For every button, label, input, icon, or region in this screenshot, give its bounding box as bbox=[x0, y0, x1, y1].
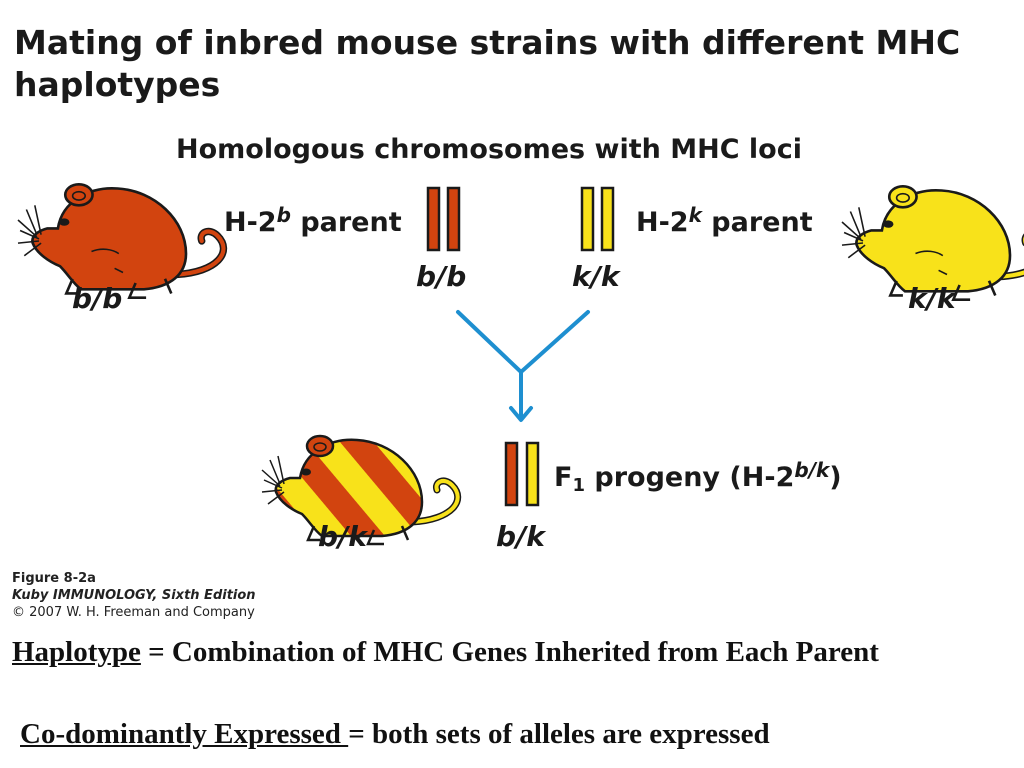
right-parent-label-suffix: parent bbox=[701, 207, 813, 238]
codominant-term: Co-dominantly Expressed bbox=[20, 718, 349, 750]
codominant-text: = both sets of alleles are expressed bbox=[348, 718, 770, 750]
left-parent-label-sup: b bbox=[276, 203, 291, 227]
progeny-mouse bbox=[261, 434, 462, 546]
progeny-label-prefix: F bbox=[554, 462, 573, 493]
right-parent-label-prefix: H-2 bbox=[636, 207, 689, 238]
haplotype-term: Haplotype bbox=[12, 636, 141, 668]
haplotype-text: = Combination of MHC Genes Inherited fro… bbox=[140, 636, 879, 668]
progeny-label-middle: progeny (H-2 bbox=[584, 462, 795, 493]
left-parent-mouse bbox=[17, 182, 227, 300]
cross-arrow bbox=[456, 310, 590, 422]
figure-number: Figure 8-2a bbox=[12, 571, 96, 586]
right-mouse-genotype: k/k bbox=[908, 282, 956, 315]
right-parent-label-sup: k bbox=[688, 203, 702, 227]
codominant-definition: Co-dominantly Expressed = both sets of a… bbox=[20, 714, 1010, 754]
progeny-label-sup: b/k bbox=[794, 458, 830, 482]
figure-copyright: © 2007 W. H. Freeman and Company bbox=[12, 605, 255, 620]
progeny-label: F1 progeny (H-2b/k) bbox=[554, 458, 842, 496]
left-parent-chromosomes bbox=[426, 186, 461, 252]
left-parent-label-prefix: H-2 bbox=[224, 207, 277, 238]
progeny-chromosomes bbox=[504, 441, 540, 507]
progeny-label-suffix: ) bbox=[829, 462, 842, 493]
progeny-mouse-genotype: b/k bbox=[318, 520, 367, 553]
page-title: Mating of inbred mouse strains with diff… bbox=[14, 23, 961, 104]
left-chromosome-genotype: b/b bbox=[416, 260, 467, 293]
right-parent-chromosomes bbox=[580, 186, 615, 252]
figure-book: Kuby IMMUNOLOGY, Sixth Edition bbox=[12, 588, 256, 603]
left-mouse-genotype: b/b bbox=[72, 282, 123, 315]
haplotype-definition: Haplotype = Combination of MHC Genes Inh… bbox=[12, 632, 1002, 672]
right-parent-mouse bbox=[841, 184, 1024, 302]
left-parent-label-suffix: parent bbox=[290, 207, 402, 238]
right-chromosome-genotype: k/k bbox=[572, 260, 620, 293]
progeny-label-sub: 1 bbox=[572, 475, 585, 496]
figure-caption: Figure 8-2a Kuby IMMUNOLOGY, Sixth Editi… bbox=[12, 570, 256, 621]
left-parent-label: H-2b parent bbox=[224, 203, 402, 238]
right-parent-label: H-2k parent bbox=[636, 203, 813, 238]
chromosomes-subheading: Homologous chromosomes with MHC loci bbox=[176, 134, 802, 165]
progeny-chromosome-genotype: b/k bbox=[496, 520, 545, 553]
